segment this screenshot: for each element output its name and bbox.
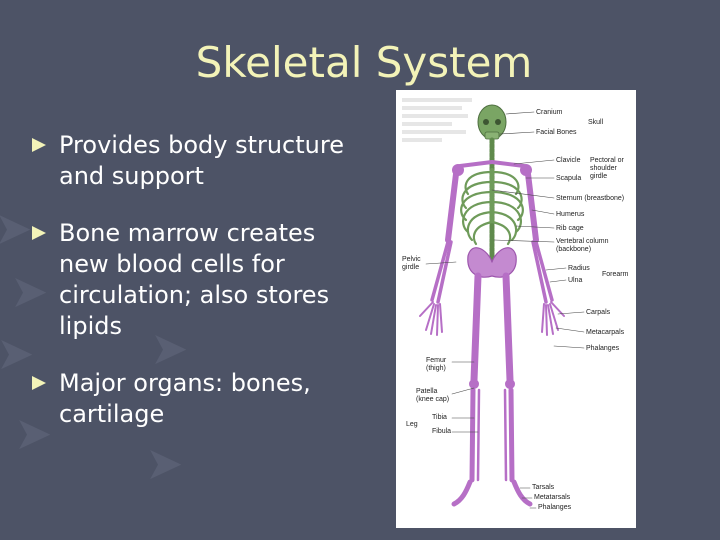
bullet-item: Major organs: bones, cartilage <box>32 368 362 430</box>
label-clavicle: Clavicle <box>556 157 581 164</box>
label-phalanges-hand: Phalanges <box>586 345 620 352</box>
label-phalanges-foot: Phalanges <box>538 504 572 511</box>
triangle-bullet-icon <box>32 376 46 390</box>
label-metacarpals: Metacarpals <box>586 329 625 336</box>
faded-page-text <box>402 98 472 146</box>
label-vertebral-column: Vertebral column (backbone) <box>556 238 609 253</box>
background-arrow: ➤ <box>0 326 35 380</box>
triangle-bullet-icon <box>32 138 46 152</box>
bullet-item: Provides body structure and support <box>32 130 362 192</box>
background-arrow: ➤ <box>10 264 49 318</box>
bullet-list: Provides body structure and support Bone… <box>32 130 362 430</box>
skeleton-diagram: Cranium Facial Bones Skull Clavicle Scap… <box>396 90 636 528</box>
label-patella: Patella (knee cap) <box>416 388 450 403</box>
background-arrow: ➤ <box>0 201 33 255</box>
label-tibia: Tibia <box>432 414 447 421</box>
label-forearm: Forearm <box>602 271 629 278</box>
bullet-text: Provides body structure and support <box>59 131 344 190</box>
label-femur: Femur (thigh) <box>426 357 447 372</box>
bullet-text: Bone marrow creates new blood cells for … <box>59 219 330 340</box>
label-radius: Radius <box>568 265 590 272</box>
label-rib-cage: Rib cage <box>556 225 584 232</box>
label-tarsals: Tarsals <box>532 484 555 491</box>
label-humerus: Humerus <box>556 211 585 218</box>
bullet-item: Bone marrow creates new blood cells for … <box>32 218 362 342</box>
label-metatarsals: Metatarsals <box>534 494 571 501</box>
background-arrow: ➤ <box>14 406 53 460</box>
label-cranium: Cranium <box>536 109 563 116</box>
label-facial-bones: Facial Bones <box>536 129 577 136</box>
slide-title: Skeletal System <box>195 38 533 87</box>
bullet-text: Major organs: bones, cartilage <box>59 369 311 428</box>
background-arrow: ➤ <box>145 436 184 490</box>
label-scapula: Scapula <box>556 175 582 182</box>
label-sternum: Sternum (breastbone) <box>556 195 625 202</box>
label-carpals: Carpals <box>586 309 611 316</box>
triangle-bullet-icon <box>32 226 46 240</box>
label-ulna: Ulna <box>568 277 583 284</box>
label-fibula: Fibula <box>432 428 452 435</box>
label-leg: Leg <box>406 421 418 428</box>
label-pectoral-girdle: Pectoral or shoulder girdle <box>590 157 624 180</box>
skeleton-illustration <box>419 104 585 509</box>
label-skull: Skull <box>588 119 604 126</box>
label-pelvic-girdle: Pelvic girdle <box>402 256 421 271</box>
background-arrow: ➤ <box>150 321 189 375</box>
